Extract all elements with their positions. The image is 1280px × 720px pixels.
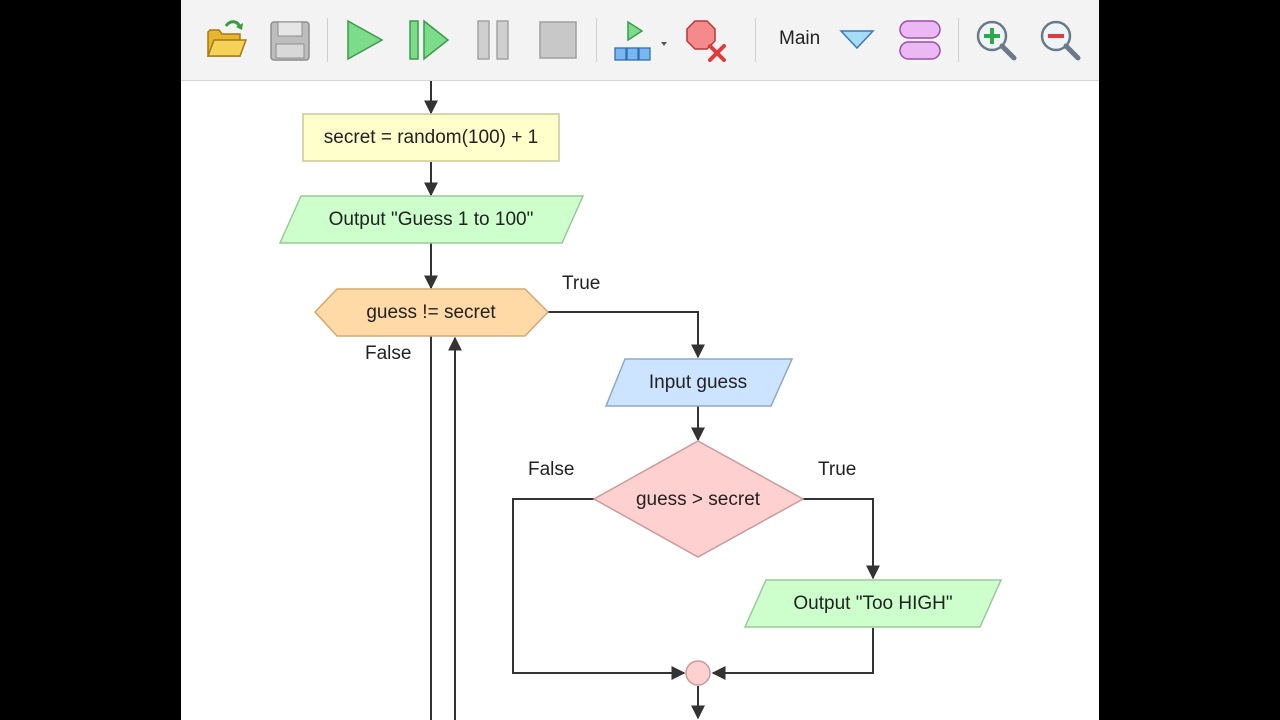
if-true-label: True bbox=[818, 459, 856, 480]
assign-node-text: secret = random(100) + 1 bbox=[324, 127, 538, 148]
toolbar-separator bbox=[755, 18, 756, 62]
clear-breakpoints-button[interactable] bbox=[683, 14, 729, 66]
if-node[interactable]: guess > secret bbox=[592, 440, 805, 558]
add-function-button[interactable] bbox=[897, 14, 943, 66]
function-dropdown[interactable] bbox=[837, 14, 877, 66]
edge-loop-true bbox=[548, 311, 705, 359]
edge-if-false bbox=[512, 498, 686, 680]
toolbar-separator bbox=[327, 18, 328, 62]
flowchart-edges bbox=[424, 81, 880, 720]
flowchart-editor-window: Main bbox=[181, 0, 1099, 720]
stop-icon bbox=[539, 21, 577, 59]
function-icon bbox=[899, 20, 941, 60]
stop-button[interactable] bbox=[535, 14, 581, 66]
play-icon bbox=[347, 19, 384, 61]
function-name-label: Main bbox=[779, 28, 821, 49]
zoom-out-icon bbox=[1040, 20, 1081, 61]
zoom-out-button[interactable] bbox=[1037, 14, 1083, 66]
output-guess-node[interactable]: Output "Guess 1 to 100" bbox=[278, 195, 585, 244]
output-guess-node-text: Output "Guess 1 to 100" bbox=[329, 209, 534, 230]
speed-dropdown-button[interactable] bbox=[611, 14, 671, 66]
output-too-high-node[interactable]: Output "Too HIGH" bbox=[743, 579, 1003, 628]
loop-false-label: False bbox=[365, 343, 411, 364]
zoom-in-icon bbox=[976, 20, 1017, 61]
if-node-text: guess > secret bbox=[636, 489, 761, 510]
run-button[interactable] bbox=[341, 14, 387, 66]
output-too-high-node-text: Output "Too HIGH" bbox=[793, 593, 952, 614]
folder-open-icon bbox=[206, 20, 248, 57]
flowchart-canvas[interactable]: secret = random(100) + 1 Output "Guess 1… bbox=[181, 81, 1099, 720]
triangle-down-icon bbox=[839, 30, 875, 50]
floppy-disk-icon bbox=[270, 21, 310, 61]
toolbar: Main bbox=[181, 0, 1099, 81]
assign-node[interactable]: secret = random(100) + 1 bbox=[302, 113, 560, 162]
loop-true-label: True bbox=[562, 273, 600, 294]
edge-if-true bbox=[803, 498, 880, 580]
while-loop-node[interactable]: guess != secret bbox=[313, 288, 550, 337]
if-false-label: False bbox=[528, 459, 574, 480]
input-guess-node-text: Input guess bbox=[649, 372, 747, 393]
while-loop-node-text: guess != secret bbox=[366, 302, 496, 323]
merge-connector[interactable] bbox=[685, 660, 711, 686]
breakpoint-clear-icon bbox=[686, 20, 726, 62]
flowchart-diagram: secret = random(100) + 1 Output "Guess 1… bbox=[278, 81, 1003, 720]
run-speed-icon bbox=[614, 20, 667, 61]
step-forward-icon bbox=[409, 19, 450, 61]
toolbar-separator bbox=[596, 18, 597, 62]
input-guess-node[interactable]: Input guess bbox=[604, 358, 794, 407]
open-button[interactable] bbox=[203, 14, 249, 66]
zoom-in-button[interactable] bbox=[973, 14, 1019, 66]
pause-button[interactable] bbox=[471, 14, 517, 66]
toolbar-separator bbox=[958, 18, 959, 62]
step-button[interactable] bbox=[405, 14, 451, 66]
save-button[interactable] bbox=[267, 14, 313, 66]
edge-output-high-to-merge bbox=[711, 628, 874, 680]
pause-icon bbox=[477, 20, 509, 60]
